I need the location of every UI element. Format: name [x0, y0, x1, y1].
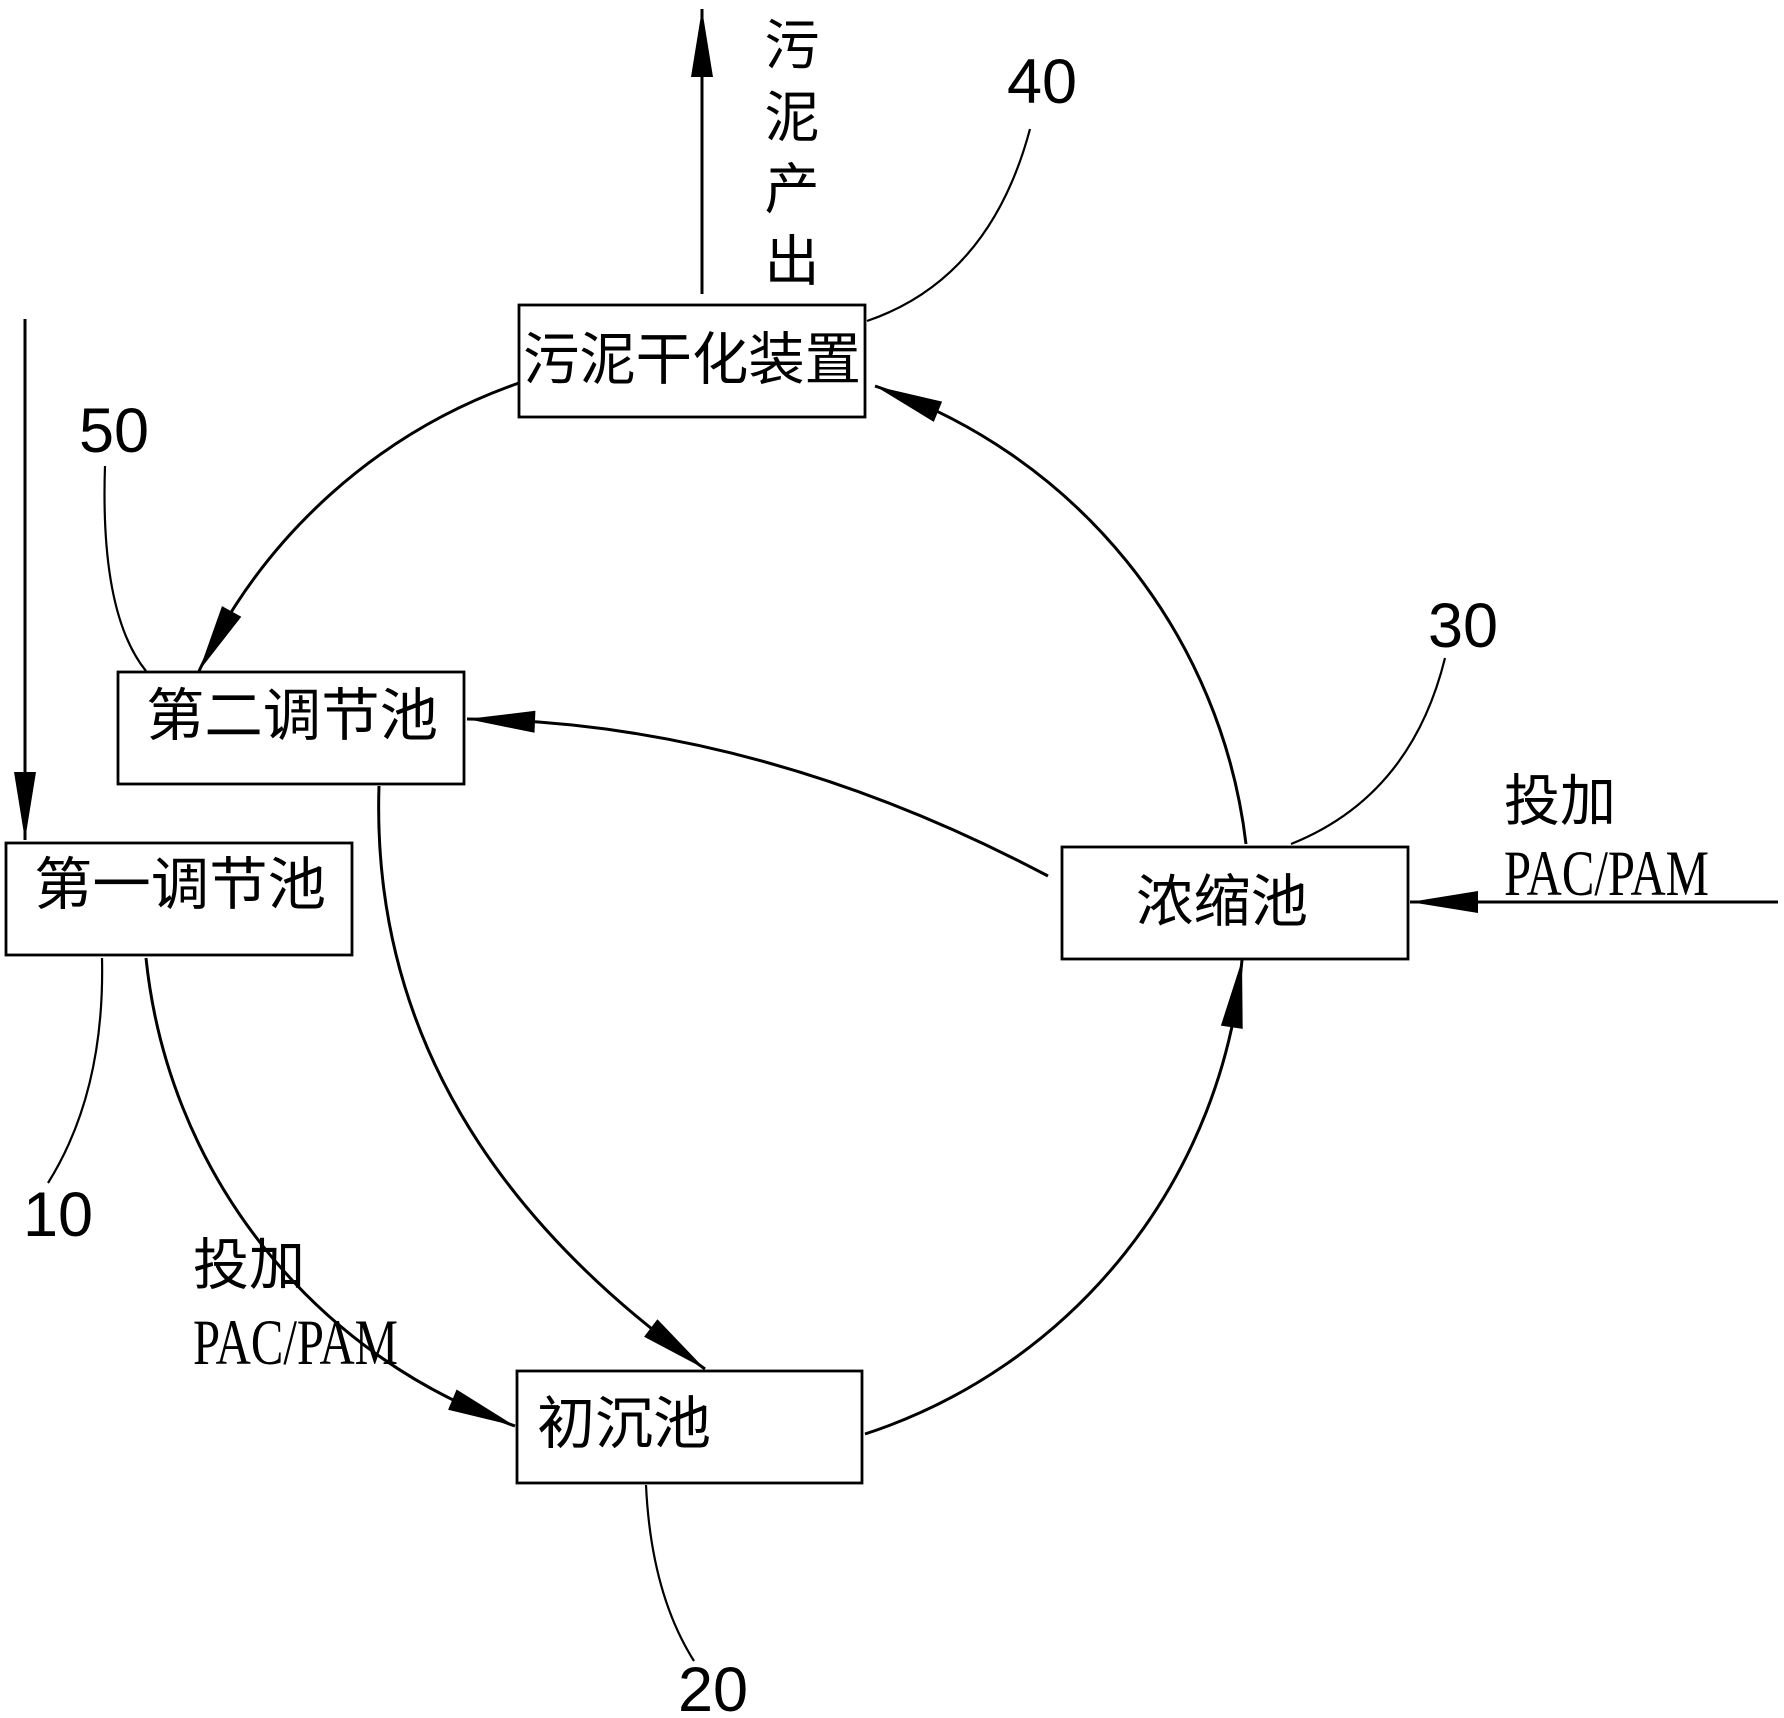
- arrow-second-tank-to-primary-head: [644, 1319, 705, 1369]
- node-primary-settling-tank: 初沉池: [515, 1369, 864, 1485]
- arrow-primary-to-thickening: [864, 959, 1244, 1436]
- node-thickening-tank: 浓缩池: [1060, 845, 1410, 961]
- sludge-dryer-label: 污泥干化装置: [523, 327, 861, 393]
- arrow-thickening-to-dryer: [874, 384, 1248, 845]
- leader-lines: [47, 128, 1447, 1662]
- node-sludge-dryer: 污泥干化装置: [517, 303, 867, 419]
- ref-numeral-10: 10: [23, 1180, 93, 1250]
- flow-connectors: [14, 9, 1778, 1436]
- arrow-primary-to-thickening-head: [1220, 960, 1243, 1029]
- arrow-sludge-output-head: [691, 9, 713, 77]
- ref-numeral-40: 40: [1007, 47, 1077, 117]
- arrow-second-tank-to-primary: [377, 785, 706, 1371]
- arrow-thickening-to-second-tank-head: [467, 710, 536, 733]
- ref-numeral-20: 20: [678, 1655, 748, 1718]
- arrow-thickening-to-second-tank: [466, 717, 1049, 878]
- second-regulating-tank-label: 第二调节池: [146, 683, 438, 749]
- ref-numeral-30: 30: [1428, 591, 1498, 661]
- dosing-chemical-label-left: PAC/PAM: [193, 1307, 398, 1379]
- arrow-influent-to-first-tank-head: [14, 772, 36, 840]
- leader-line-50: [103, 465, 147, 672]
- dosing-action-label-left: 投加: [193, 1234, 305, 1299]
- second-regulating-tank-box: [116, 670, 466, 786]
- sludge-output-label: 污泥产出: [755, 16, 819, 304]
- arrow-first-tank-to-primary: [144, 957, 516, 1428]
- leader-line-20: [644, 1484, 695, 1662]
- dosing-annotation-thickening: 投加 PAC/PAM: [1504, 770, 1709, 911]
- primary-settling-tank-label: 初沉池: [537, 1391, 711, 1457]
- arrow-dryer-to-second-tank: [197, 381, 520, 672]
- leader-line-30: [1290, 657, 1447, 846]
- primary-settling-tank-box: [515, 1369, 864, 1485]
- arrow-dryer-to-second-tank-head: [199, 606, 242, 671]
- leader-line-10: [47, 957, 104, 1184]
- reference-numerals: 40 50 30 10 20: [23, 47, 1498, 1718]
- arrow-thickening-to-dryer-head: [875, 386, 943, 422]
- first-regulating-tank-box: [4, 841, 354, 957]
- node-second-regulating-tank: 第二调节池: [116, 670, 466, 786]
- arrow-dosing-to-thickening-tank-head: [1410, 891, 1478, 913]
- node-first-regulating-tank: 第一调节池: [4, 841, 354, 957]
- dosing-annotation-primary: 投加 PAC/PAM: [193, 1234, 398, 1380]
- thickening-tank-label: 浓缩池: [1136, 869, 1308, 935]
- arrow-first-tank-to-primary-head: [448, 1389, 515, 1426]
- dosing-action-label-right: 投加: [1504, 770, 1616, 835]
- thickening-tank-box: [1060, 845, 1410, 961]
- dosing-chemical-label-right: PAC/PAM: [1504, 838, 1709, 910]
- leader-line-40: [866, 128, 1032, 323]
- ref-numeral-50: 50: [79, 396, 149, 466]
- sludge-dryer-box: [517, 303, 867, 419]
- first-regulating-tank-label: 第一调节池: [34, 852, 326, 918]
